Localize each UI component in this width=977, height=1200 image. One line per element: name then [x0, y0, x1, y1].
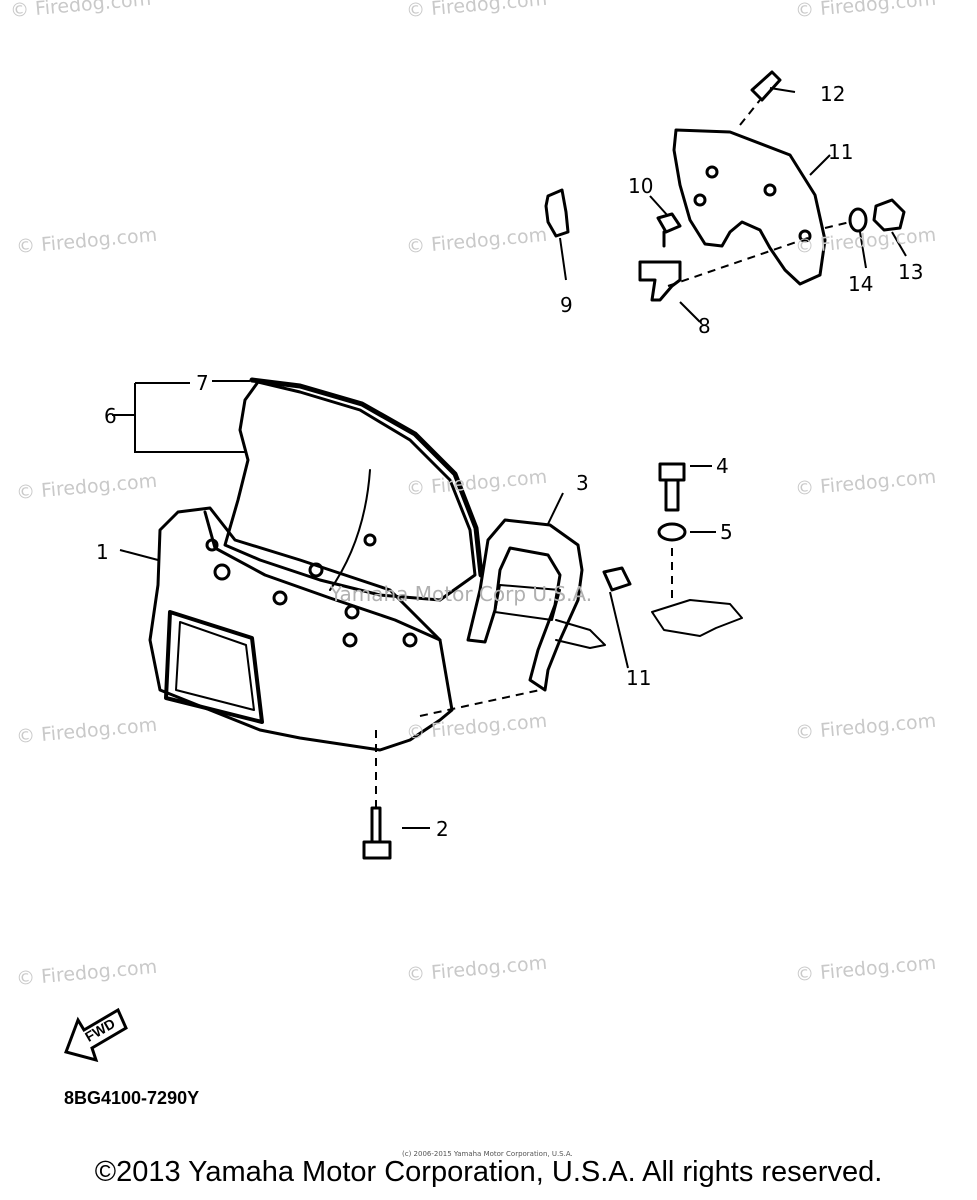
- callout-11-lower: 11: [626, 666, 652, 690]
- callout-13: 13: [898, 260, 924, 284]
- cowling-hole: [205, 538, 219, 552]
- headlight-opening-inner: [175, 621, 255, 711]
- bracket-frame: [466, 518, 584, 692]
- callout-4: 4: [716, 454, 729, 478]
- diagram-code: 8BG4100-7290Y: [64, 1088, 200, 1108]
- bolt-4-head: [658, 462, 686, 482]
- cowling-hole: [308, 562, 324, 578]
- cowling-hole: [344, 604, 360, 620]
- callout-5: 5: [720, 520, 733, 544]
- callout-10: 10: [628, 174, 654, 198]
- headlight-opening-outer: [164, 610, 264, 724]
- screw-11-lower: [602, 566, 632, 592]
- plate-hole: [798, 229, 812, 243]
- bolt-4-shaft: [664, 478, 680, 512]
- callout-6: 6: [104, 404, 117, 428]
- bracket-inner: [494, 584, 561, 621]
- nut-13: [872, 198, 906, 232]
- callout-2: 2: [436, 817, 449, 841]
- plate-11: [672, 128, 827, 286]
- bolt-2-head: [362, 840, 392, 860]
- cowling-hole: [363, 533, 377, 547]
- callout-8: 8: [698, 314, 711, 338]
- callout-9: 9: [560, 293, 573, 317]
- cowling-body: [148, 506, 454, 752]
- cowling-hole: [272, 590, 288, 606]
- windshield-trim: [249, 377, 484, 578]
- fwd-arrow: [64, 1007, 128, 1063]
- washer-5: [657, 522, 687, 542]
- plate-hole: [763, 183, 777, 197]
- mount-tab: [651, 599, 743, 637]
- cowling-hole: [213, 563, 231, 581]
- callout-7: 7: [196, 371, 209, 395]
- cowling-hole: [342, 632, 358, 648]
- callout-3: 3: [576, 471, 589, 495]
- cowling-hole: [402, 632, 418, 648]
- plate-hole: [693, 193, 707, 207]
- tiny-credit: (c) 2006-2015 Yamaha Motor Corporation, …: [402, 1150, 573, 1158]
- callout-11-upper: 11: [828, 140, 854, 164]
- center-watermark: Yamaha Motor Corp U.S.A.: [330, 582, 593, 606]
- copyright-notice: ©2013 Yamaha Motor Corporation, U.S.A. A…: [94, 1156, 883, 1188]
- washer-14: [848, 207, 868, 233]
- screw-10-head: [656, 212, 682, 234]
- bolt-12: [750, 70, 782, 102]
- bracket-8: [638, 260, 682, 302]
- callout-14: 14: [848, 272, 874, 296]
- callout-12: 12: [820, 82, 846, 106]
- plate-hole: [705, 165, 719, 179]
- windshield: [223, 380, 477, 602]
- bracket-arm: [555, 619, 606, 649]
- windshield-curve: [329, 469, 371, 591]
- bolt-2: [370, 806, 382, 844]
- callout-1: 1: [96, 540, 109, 564]
- cowling-top-ridge: [203, 510, 442, 642]
- clip-9: [544, 188, 570, 238]
